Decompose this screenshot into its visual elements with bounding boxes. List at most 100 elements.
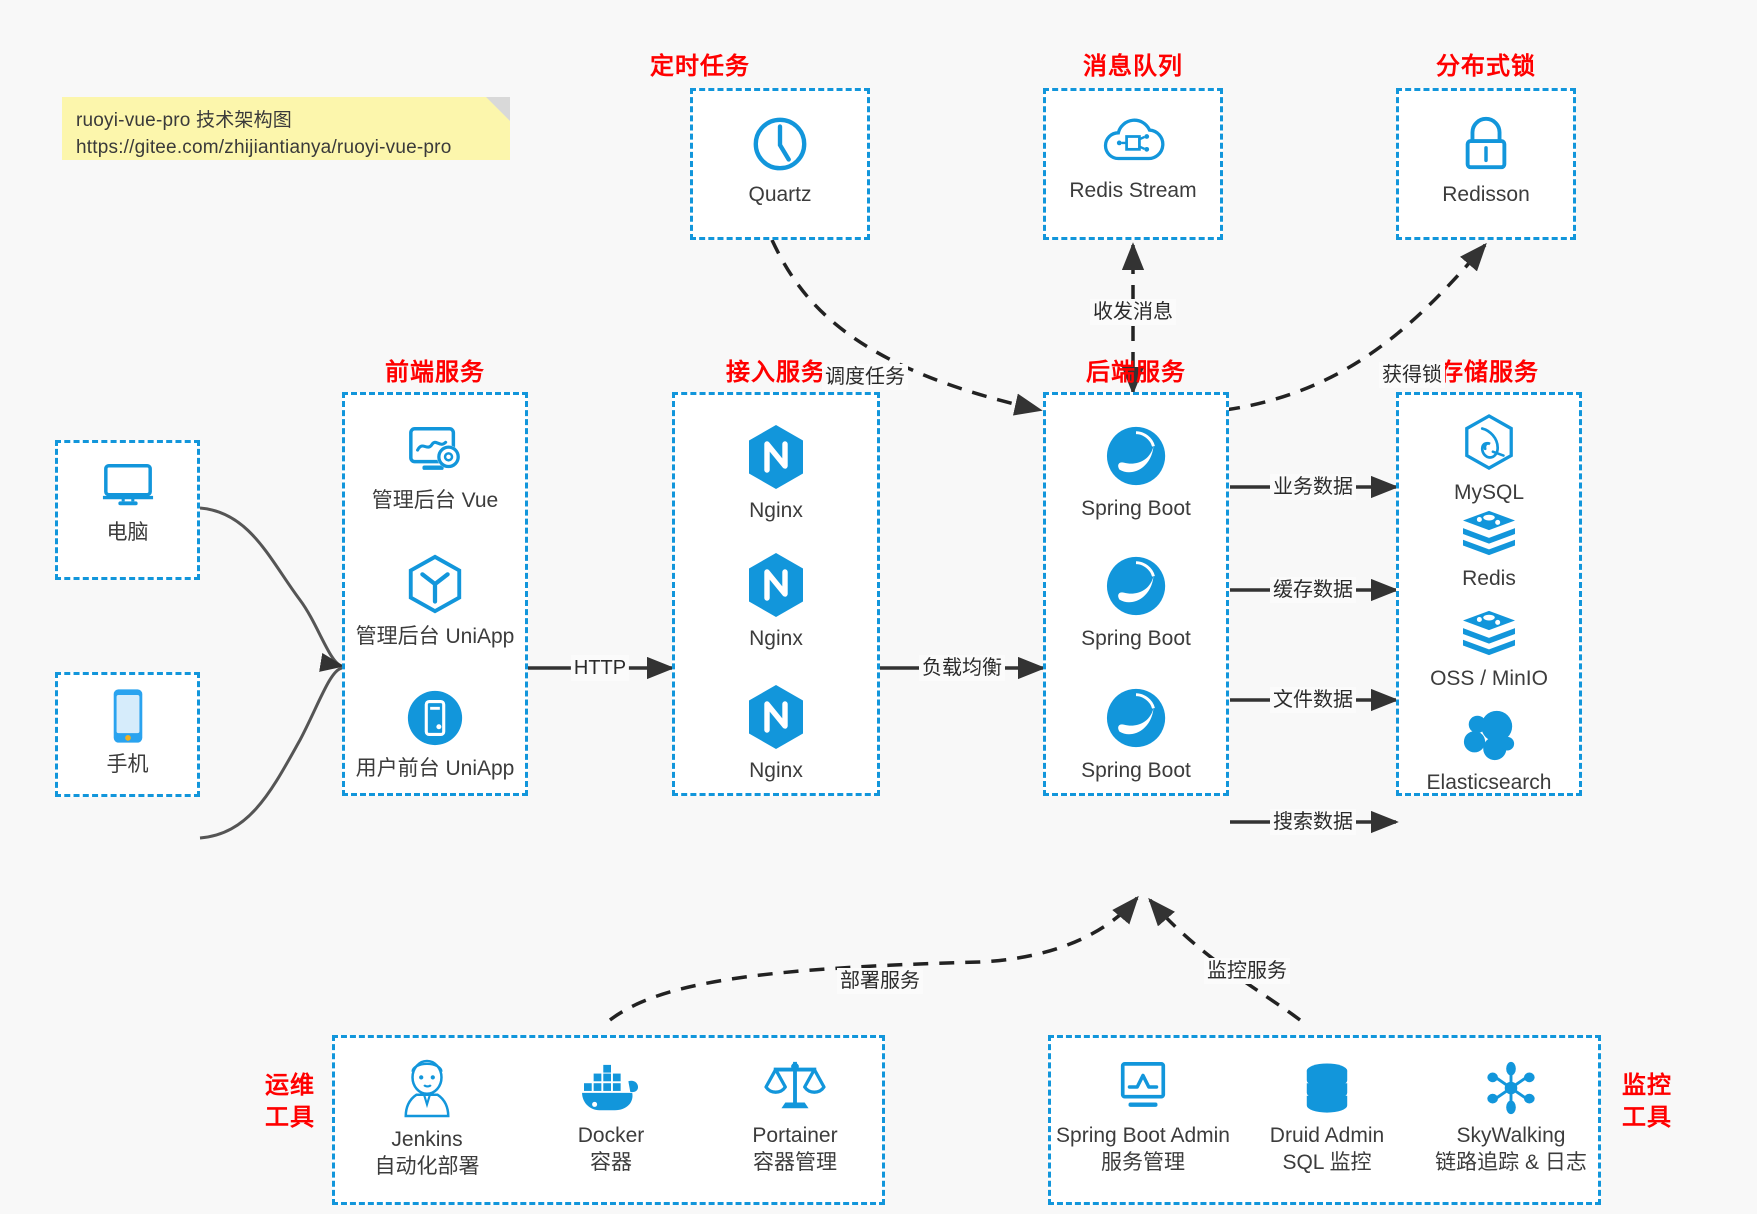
redis-icon xyxy=(1399,507,1579,559)
node-spring-boot-admin[interactable]: Spring Boot Admin 服务管理 xyxy=(1051,1060,1235,1176)
devops-title-line1: 运维 xyxy=(265,1072,315,1099)
node-label: Nginx xyxy=(749,627,803,650)
mysql-icon xyxy=(1399,413,1579,473)
node-redisson[interactable]: Redisson xyxy=(1399,113,1573,208)
spring-boot-icon xyxy=(1046,685,1226,751)
node-sublabel: 容器 xyxy=(590,1151,632,1174)
node-label: MySQL xyxy=(1453,481,1524,504)
node-druid-admin[interactable]: Druid Admin SQL 监控 xyxy=(1235,1062,1419,1176)
group-box-devops: Jenkins 自动化部署 Docker xyxy=(332,1035,885,1205)
node-docker[interactable]: Docker 容器 xyxy=(519,1062,703,1176)
devops-title-line2: 工具 xyxy=(265,1104,315,1131)
node-oss-minio[interactable]: OSS / MinIO xyxy=(1399,607,1579,692)
node-label: OSS / MinIO xyxy=(1430,667,1548,690)
node-mysql[interactable]: MySQL xyxy=(1399,413,1579,506)
nginx-icon xyxy=(675,683,877,751)
node-portainer[interactable]: Portainer 容器管理 xyxy=(703,1058,887,1176)
mobile-phone-icon xyxy=(58,687,197,745)
group-box-backend: Spring Boot Spring Boot Spring Boot xyxy=(1043,392,1229,796)
node-skywalking[interactable]: SkyWalking 链路追踪 & 日志 xyxy=(1419,1060,1603,1176)
edge-label-file-data: 文件数据 xyxy=(1270,687,1356,713)
jenkins-icon xyxy=(335,1056,519,1120)
group-box-storage: MySQL Redis xyxy=(1396,392,1582,796)
group-box-lock: Redisson xyxy=(1396,88,1576,240)
oss-minio-icon xyxy=(1399,607,1579,659)
node-sublabel: 自动化部署 xyxy=(374,1155,480,1178)
node-label: Nginx xyxy=(749,499,803,522)
node-elasticsearch[interactable]: Elasticsearch xyxy=(1399,707,1579,796)
edge-label-send-receive-message: 收发消息 xyxy=(1090,299,1176,325)
dashboard-gear-icon xyxy=(345,423,525,481)
group-title-lock: 分布式锁 xyxy=(1436,53,1536,80)
docker-icon xyxy=(519,1062,703,1116)
node-admin-vue[interactable]: 管理后台 Vue xyxy=(345,423,525,514)
node-label: Docker xyxy=(577,1124,645,1147)
node-label: Spring Boot xyxy=(1081,627,1191,650)
node-jenkins[interactable]: Jenkins 自动化部署 xyxy=(335,1056,519,1180)
group-title-devops: 运维 工具 xyxy=(255,1070,325,1134)
desktop-computer-icon xyxy=(58,459,197,513)
edge-label-cache-data: 缓存数据 xyxy=(1270,577,1356,603)
node-quartz[interactable]: Quartz xyxy=(693,113,867,208)
node-label: 管理后台 Vue xyxy=(371,489,499,512)
group-box-scheduler: Quartz xyxy=(690,88,870,240)
monitoring-title-line2: 工具 xyxy=(1622,1104,1672,1131)
node-nginx-2[interactable]: Nginx xyxy=(675,551,877,652)
spring-boot-icon xyxy=(1046,553,1226,619)
group-title-backend: 后端服务 xyxy=(1086,359,1186,386)
node-springboot-2[interactable]: Spring Boot xyxy=(1046,553,1226,652)
padlock-icon xyxy=(1399,113,1573,175)
node-user-uniapp[interactable]: 用户前台 UniApp xyxy=(345,687,525,782)
node-label: Druid Admin xyxy=(1269,1124,1385,1147)
group-title-monitoring: 监控 工具 xyxy=(1612,1070,1682,1134)
group-title-gateway: 接入服务 xyxy=(726,359,826,386)
node-sublabel: 容器管理 xyxy=(753,1151,837,1174)
node-pc[interactable]: 电脑 xyxy=(58,459,197,546)
sticky-note: ruoyi-vue-pro 技术架构图 https://gitee.com/zh… xyxy=(62,97,510,160)
node-label: Elasticsearch xyxy=(1426,771,1552,794)
nginx-icon xyxy=(675,551,877,619)
node-admin-uniapp[interactable]: 管理后台 UniApp xyxy=(345,553,525,650)
edge-label-schedule-task: 调度任务 xyxy=(822,364,908,390)
group-title-storage: 存储服务 xyxy=(1439,359,1539,386)
edge-label-http: HTTP xyxy=(570,655,630,681)
node-label: Spring Boot xyxy=(1081,497,1191,520)
elasticsearch-icon xyxy=(1399,707,1579,763)
clock-icon xyxy=(693,113,867,175)
group-title-frontend: 前端服务 xyxy=(385,359,485,386)
edge-label-load-balance: 负载均衡 xyxy=(919,655,1005,681)
node-springboot-1[interactable]: Spring Boot xyxy=(1046,423,1226,522)
node-redis-stream[interactable]: Redis Stream xyxy=(1046,113,1220,204)
node-label: 管理后台 UniApp xyxy=(355,625,515,648)
group-title-mq: 消息队列 xyxy=(1083,53,1183,80)
monitor-chart-icon xyxy=(1051,1060,1235,1116)
node-nginx-3[interactable]: Nginx xyxy=(675,683,877,784)
group-box-monitoring: Spring Boot Admin 服务管理 Druid Admin SQL 监… xyxy=(1048,1035,1601,1205)
node-label: Spring Boot Admin xyxy=(1056,1124,1230,1147)
node-springboot-3[interactable]: Spring Boot xyxy=(1046,685,1226,784)
note-fold-corner xyxy=(486,97,510,121)
node-nginx-1[interactable]: Nginx xyxy=(675,423,877,524)
node-sublabel: 服务管理 xyxy=(1101,1151,1185,1174)
group-box-client-mobile: 手机 xyxy=(55,672,200,797)
edge-label-monitor-service: 监控服务 xyxy=(1204,958,1290,984)
group-title-scheduler: 定时任务 xyxy=(650,53,750,80)
group-box-frontend: 管理后台 Vue 管理后台 UniApp 用户前台 UniApp xyxy=(342,392,528,796)
monitoring-title-line1: 监控 xyxy=(1622,1072,1672,1099)
app-circle-icon xyxy=(345,687,525,749)
node-label: Nginx xyxy=(749,759,803,782)
edge-label-deploy-service: 部署服务 xyxy=(837,968,923,994)
node-sublabel: 链路追踪 & 日志 xyxy=(1435,1151,1587,1174)
node-label: 用户前台 UniApp xyxy=(355,757,515,780)
edge-label-get-lock: 获得锁 xyxy=(1379,362,1445,388)
node-mobile[interactable]: 手机 xyxy=(58,687,197,778)
node-label: Quartz xyxy=(748,183,812,206)
node-label: Redis Stream xyxy=(1069,179,1197,202)
node-label: Redisson xyxy=(1442,183,1530,206)
group-box-client-pc: 电脑 xyxy=(55,440,200,580)
group-box-mq: Redis Stream xyxy=(1043,88,1223,240)
node-label: 手机 xyxy=(106,753,149,776)
nginx-icon xyxy=(675,423,877,491)
node-redis[interactable]: Redis xyxy=(1399,507,1579,592)
